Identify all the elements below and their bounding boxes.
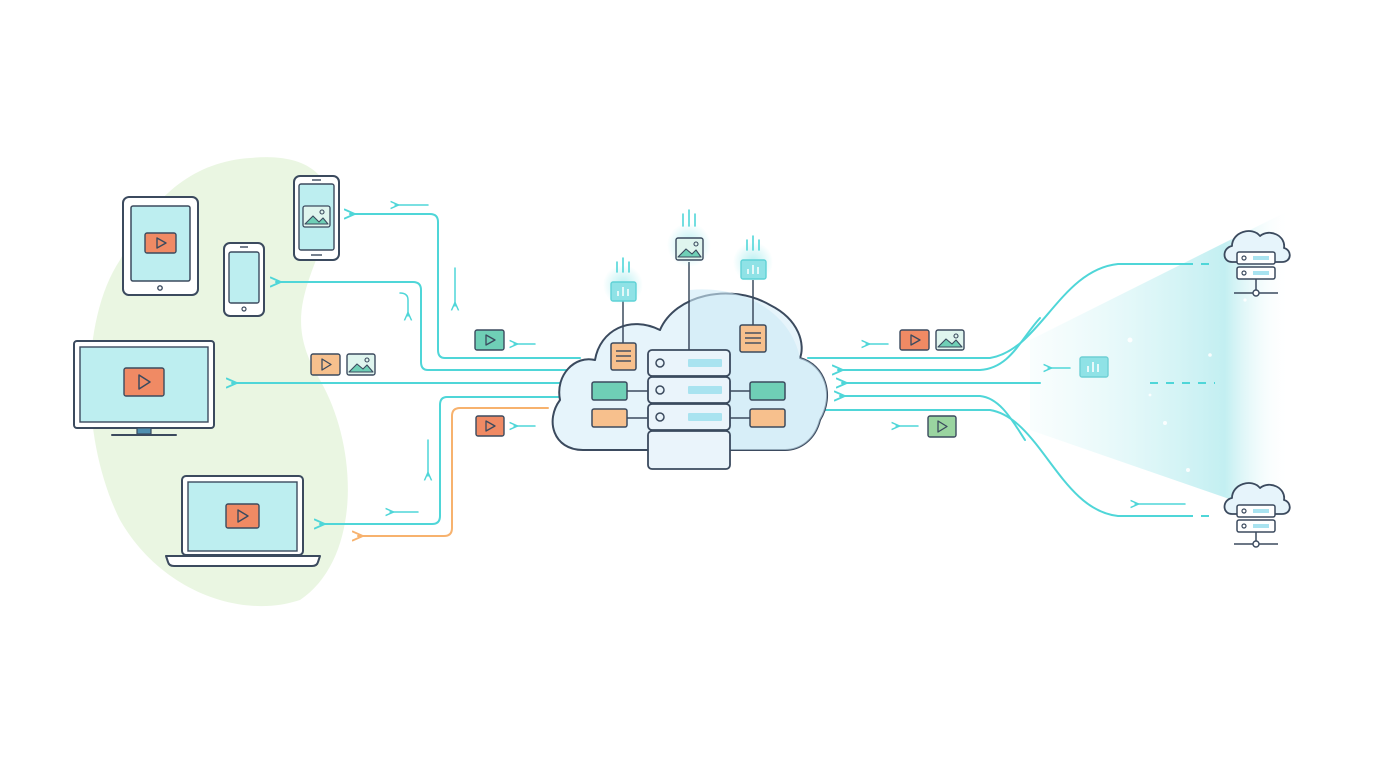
server-stack (647, 349, 731, 470)
chart-icon (740, 259, 767, 280)
play-icon (225, 503, 260, 529)
play-icon (310, 353, 341, 376)
play-icon (474, 329, 505, 351)
phone-device-tall (293, 175, 340, 261)
right-connections (807, 263, 1186, 517)
play-icon (475, 415, 505, 437)
laptop-device (165, 475, 321, 567)
chart-icon (610, 281, 637, 302)
image-icon (302, 205, 331, 228)
link-origin-top-2 (838, 317, 1041, 370)
beam-sparkles (1127, 298, 1247, 472)
tablet-device (122, 196, 199, 296)
link-laptop (320, 396, 563, 524)
hub-uplinks (622, 262, 754, 350)
link-origin-bottom-2 (840, 396, 1026, 441)
origin-server-top (1223, 230, 1291, 297)
link-phone-top (350, 214, 581, 359)
play-icon (144, 232, 177, 254)
origin-server-bottom (1223, 482, 1291, 548)
image-icon (935, 329, 965, 351)
phone-device-small (223, 242, 265, 317)
chart-icon (1079, 356, 1109, 378)
light-beam (1030, 210, 1290, 520)
left-connections (232, 205, 586, 524)
play-icon (899, 329, 930, 351)
image-icon (346, 353, 376, 376)
upload-icons (603, 209, 773, 305)
monitor-device (73, 340, 215, 436)
cloud-hub (551, 262, 829, 470)
link-origin-top (807, 263, 1186, 359)
link-laptop-orange (358, 407, 549, 536)
document-icon (610, 342, 637, 371)
link-tablet (276, 282, 586, 371)
document-icon (739, 324, 767, 353)
play-icon (123, 367, 165, 397)
motion-tick (399, 292, 408, 316)
link-origin-bottom (821, 409, 1186, 517)
image-icon (675, 237, 704, 261)
play-icon (927, 415, 957, 438)
hub-modules (591, 381, 786, 428)
dashed-lines (1150, 263, 1215, 517)
